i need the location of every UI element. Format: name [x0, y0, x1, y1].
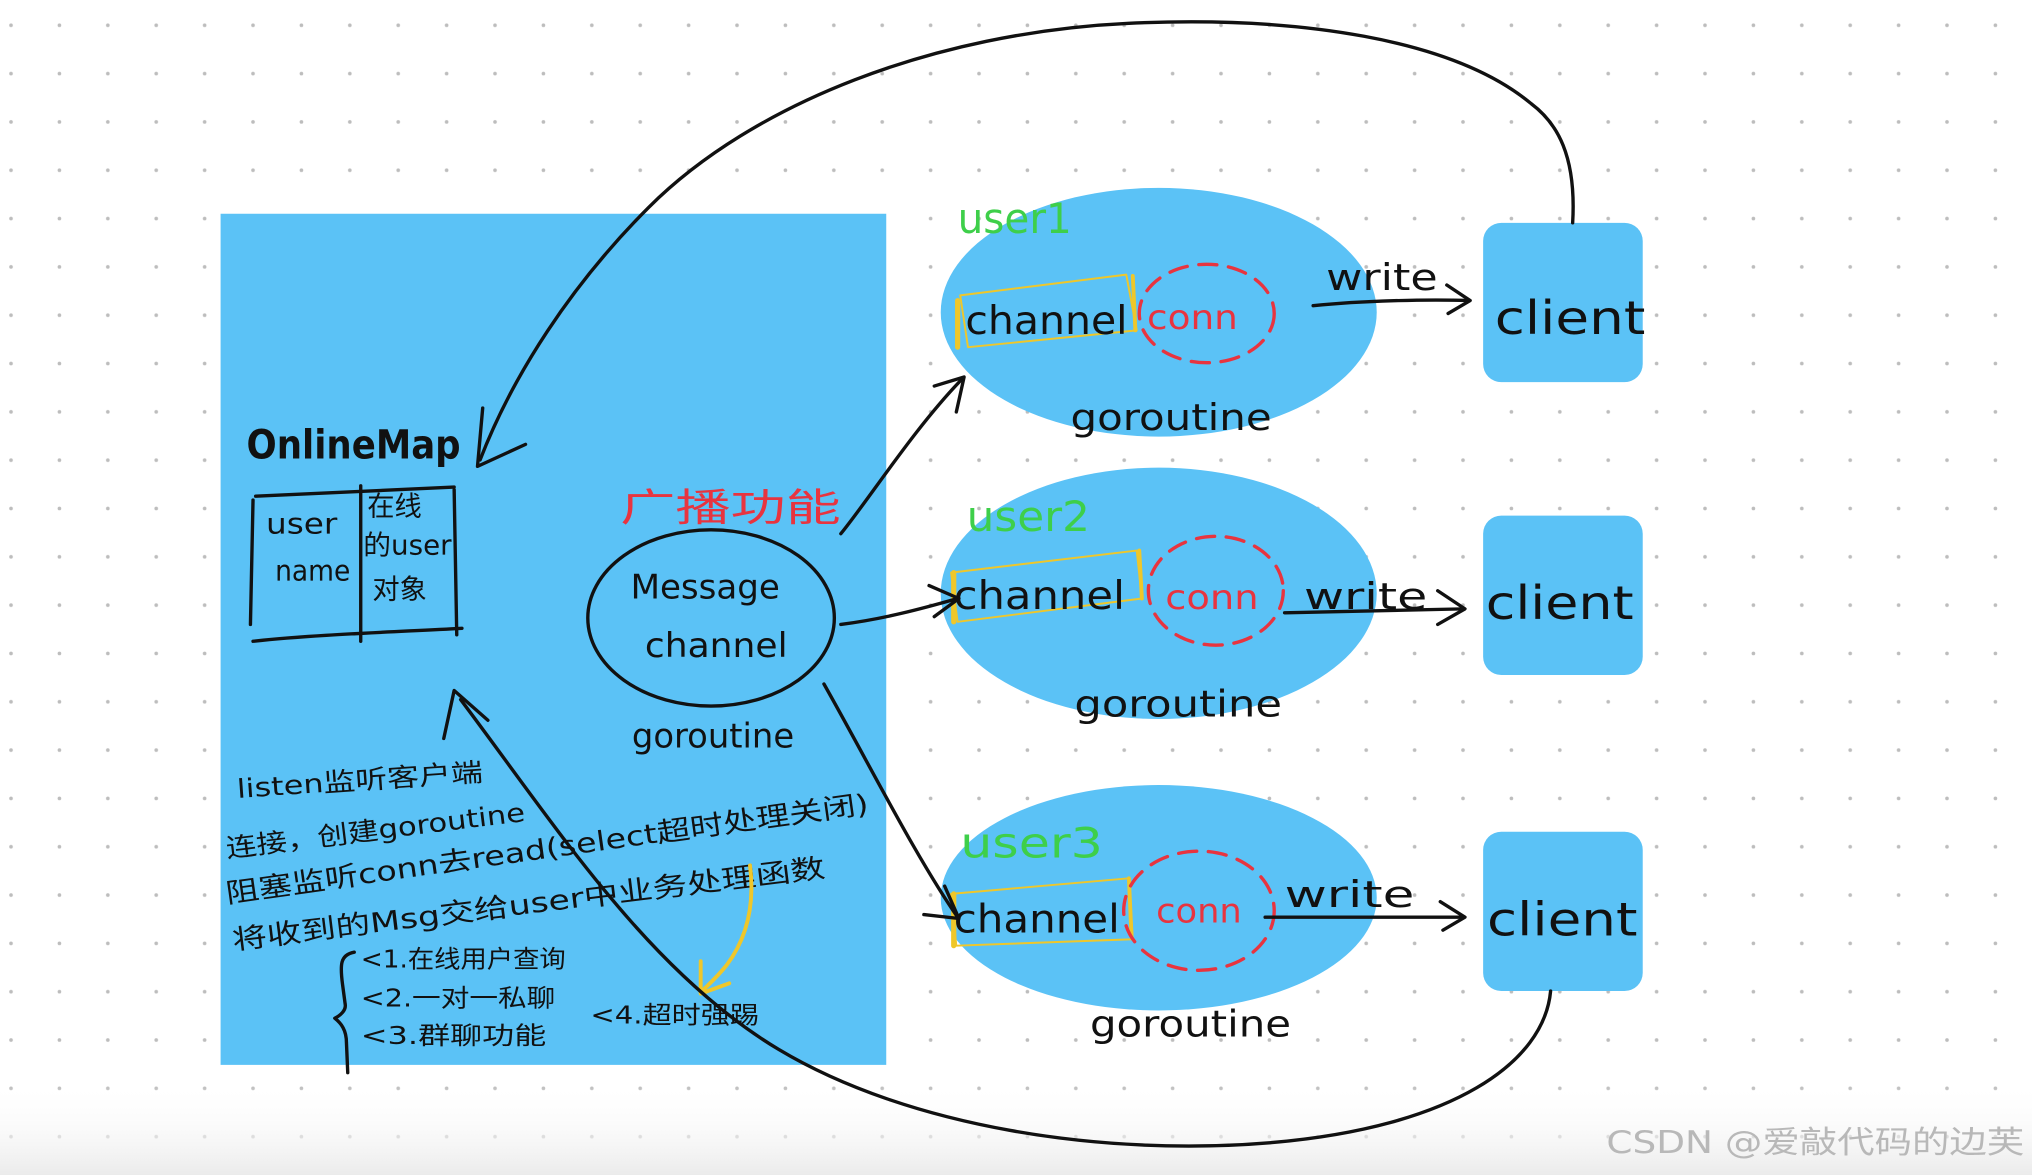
user-2-conn-label: conn — [1165, 578, 1258, 617]
feature-brace — [333, 950, 356, 1075]
user-1-channel-label: channel — [965, 299, 1127, 344]
broadcast-arrow-user-2 — [839, 596, 960, 627]
watermark: CSDN @爱敲代码的边芙 — [1606, 1125, 2024, 1161]
user-1-ellipse — [940, 187, 1377, 437]
client-3-box — [1483, 831, 1643, 992]
user-3-label: user3 — [960, 819, 1103, 868]
server-panel — [220, 213, 887, 1065]
feature-item-4: <4.超时强踢 — [590, 1000, 759, 1029]
user-2-label: user2 — [967, 492, 1090, 541]
client-3-label: client — [1487, 893, 1638, 947]
user-1-write-arrow-head — [1445, 283, 1472, 316]
broadcast-label: 广播功能 — [620, 486, 841, 531]
user-2-goroutine-label: goroutine — [1074, 682, 1282, 725]
bottom-shadow — [0, 1081, 2032, 1175]
user-1-label: user1 — [958, 194, 1072, 243]
broadcast-arrow-user-3-head — [922, 884, 961, 921]
message-channel-line-1: Message — [631, 568, 780, 607]
user-1-channel-bar-right — [1130, 273, 1138, 333]
user-1: user1 channel conn goroutine write clien… — [940, 187, 1646, 439]
broadcast-arrow-user-1 — [839, 376, 965, 536]
user-2-channel-label: channel — [954, 574, 1125, 619]
yellow-arrow-line — [698, 863, 754, 995]
table-value-line-2: 的user — [363, 530, 452, 561]
user-3-write-label: write — [1285, 873, 1415, 916]
user-1-conn-circle — [1137, 262, 1276, 365]
user-3-channel-bar-right — [1126, 876, 1134, 938]
user-1-conn-label: conn — [1147, 298, 1238, 337]
table-key-line-2: name — [275, 554, 350, 587]
client-3-loop-arrow-head — [442, 688, 490, 741]
user-2-channel-bar-right — [1137, 548, 1144, 601]
online-map-title: OnlineMap — [247, 423, 461, 469]
user-3-write-arrow-head — [1438, 899, 1467, 932]
feature-item-3: <3.群聊功能 — [361, 1021, 547, 1050]
user-2-conn-circle — [1146, 534, 1285, 647]
user-3-channel-label: channel — [954, 898, 1120, 943]
client-2-box — [1483, 515, 1643, 675]
user-3: user3 channel conn goroutine write clien… — [940, 785, 1643, 1045]
user-2-write-arrow-head — [1436, 589, 1467, 627]
table-value-line-1: 在线 — [367, 492, 421, 523]
table-key-line-1: user — [266, 508, 338, 541]
user-3-conn-label: conn — [1156, 891, 1242, 930]
broadcast-arrow-user-1-head — [932, 375, 966, 414]
message-channel-line-2: channel — [645, 626, 788, 665]
user-3-ellipse — [940, 785, 1377, 1011]
online-map-table-top — [253, 485, 456, 498]
client-3-loop-to-online-map — [458, 697, 1553, 1148]
user-2: user2 channel conn goroutine write clien… — [940, 467, 1643, 725]
user-3-goroutine-label: goroutine — [1090, 1002, 1291, 1045]
message-goroutine-label: goroutine — [632, 717, 794, 756]
user-1-goroutine-label: goroutine — [1070, 396, 1271, 439]
client-1-box — [1483, 222, 1643, 383]
online-map-table-bottom — [251, 626, 464, 643]
feature-item-2: <2.一对一私聊 — [361, 984, 556, 1013]
message-channel-circle — [586, 528, 837, 708]
user-3-conn-circle — [1122, 849, 1276, 972]
user-1-write-label: write — [1326, 256, 1438, 299]
client-1-loop-arrow-head — [475, 406, 528, 469]
broadcast-arrow-user-3 — [822, 682, 960, 919]
online-map: OnlineMap user name 在线 的user 对象 — [247, 423, 464, 643]
client-2-label: client — [1486, 577, 1634, 631]
feature-item-1: <1.在线用户查询 — [361, 945, 566, 974]
client-1-label: client — [1495, 292, 1646, 346]
user-2-write-arrow — [1282, 607, 1466, 615]
online-map-table-left — [248, 498, 255, 627]
user-2-ellipse — [940, 467, 1377, 719]
online-map-table-right — [452, 488, 459, 637]
table-value-line-3: 对象 — [372, 575, 426, 606]
client-1-loop-to-online-map — [478, 20, 1575, 462]
broadcast-arrow-user-2-head — [927, 583, 961, 619]
user-1-write-arrow — [1311, 298, 1471, 308]
